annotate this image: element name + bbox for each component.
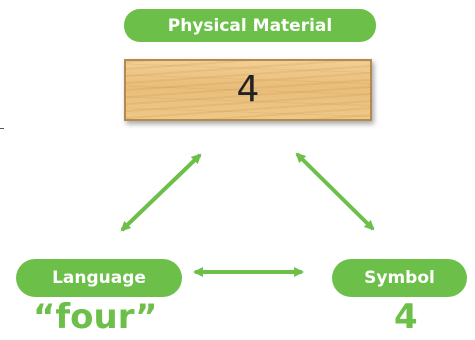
double-arrow-icon [295,152,375,231]
wood-block: 4 [124,59,372,121]
symbol-numeral: 4 [394,297,418,337]
edge-tick-mark [0,128,4,129]
physical-material-label: Physical Material [124,9,376,42]
symbol-label: Symbol [332,259,467,297]
wood-block-value: 4 [236,69,260,110]
language-word: “four” [33,297,158,337]
language-label: Language [16,259,182,297]
double-arrow-icon [120,153,202,232]
